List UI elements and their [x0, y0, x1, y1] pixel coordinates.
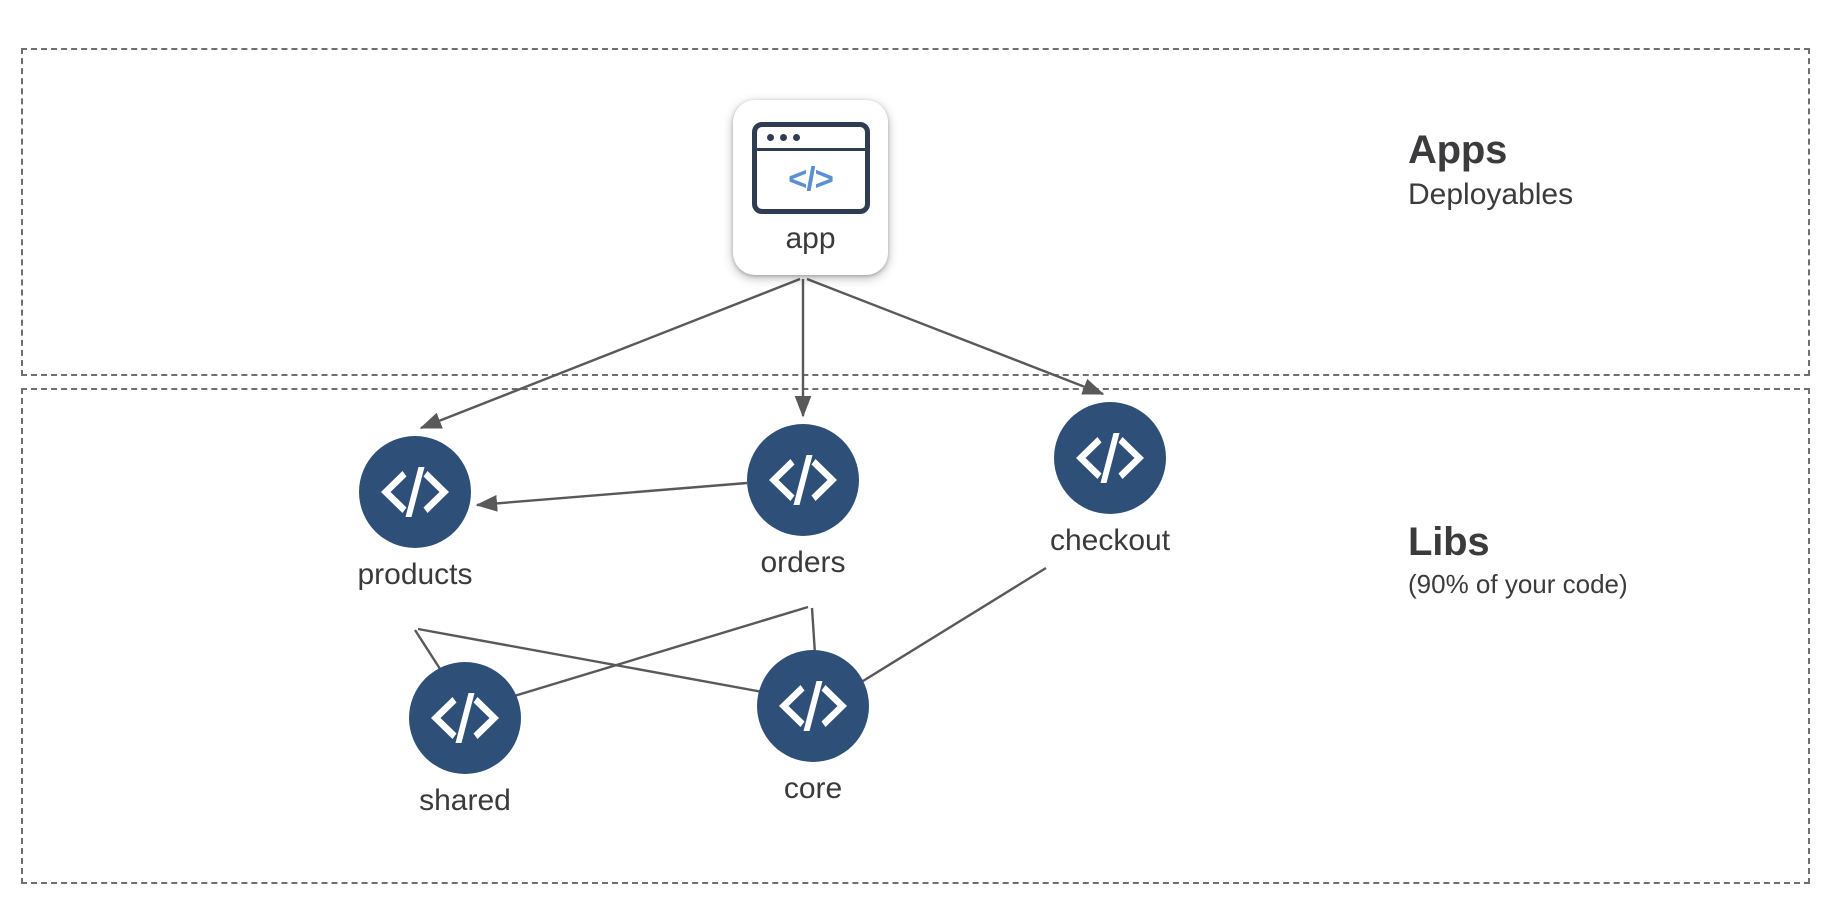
node-app[interactable]: </> app — [733, 100, 888, 275]
browser-code-icon: </> — [751, 122, 870, 214]
node-products-label: products — [357, 558, 473, 591]
zone-apps-subtitle: Deployables — [1408, 177, 1574, 211]
node-core-label: core — [783, 772, 843, 805]
node-core[interactable]: core — [698, 650, 928, 805]
browser-dot-3 — [792, 134, 800, 141]
node-checkout-label: checkout — [1049, 524, 1171, 557]
node-checkout[interactable]: checkout — [995, 402, 1225, 557]
browser-titlebar — [756, 127, 865, 151]
code-icon — [757, 650, 869, 762]
zone-legend-libs: Libs (90% of your code) — [1408, 520, 1628, 600]
node-products[interactable]: products — [300, 436, 530, 591]
zone-libs-subtitle: (90% of your code) — [1408, 568, 1628, 599]
code-icon — [359, 436, 471, 548]
code-glyph: </> — [788, 160, 834, 197]
zone-libs-title: Libs — [1408, 520, 1490, 564]
browser-dot-2 — [779, 134, 787, 141]
node-shared-label: shared — [419, 784, 511, 817]
code-icon — [1054, 402, 1166, 514]
zone-apps-title: Apps — [1408, 128, 1508, 172]
zone-legend-apps: Apps Deployables — [1408, 128, 1573, 213]
node-orders-label: orders — [760, 546, 846, 579]
node-app-label: app — [785, 222, 836, 255]
browser-dot-1 — [766, 134, 774, 141]
code-icon — [409, 662, 521, 774]
code-icon — [747, 424, 859, 536]
node-orders[interactable]: orders — [688, 424, 918, 579]
node-shared[interactable]: shared — [350, 662, 580, 817]
